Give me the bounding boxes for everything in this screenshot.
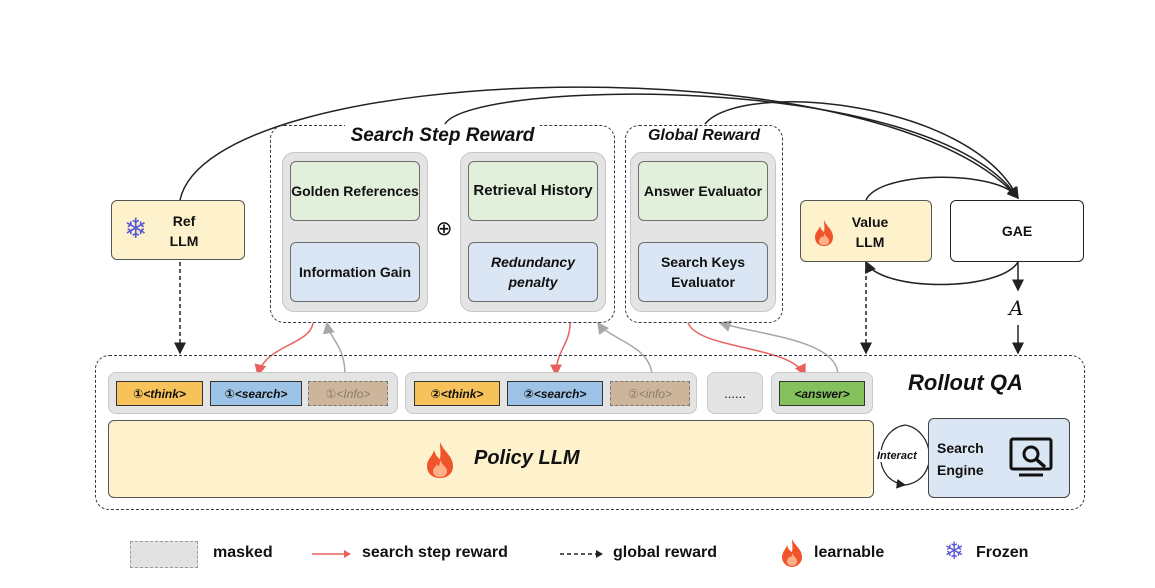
rollout-qa-title: Rollout QA (908, 370, 1023, 395)
answer-evaluator-label: Answer Evaluator (643, 183, 763, 199)
step1-think-token: ①<think> (116, 381, 203, 406)
info2-grey-arrow (597, 321, 653, 376)
search-engine-label-1: Search (937, 440, 984, 456)
legend-masked-swatch (130, 541, 198, 568)
legend-red-arrow (312, 550, 351, 558)
value-llm-label-1: Value (851, 214, 889, 230)
legend-search-step-reward-label: search step reward (362, 544, 508, 561)
ref-to-gae-arc (179, 86, 1019, 201)
search-step-reward-title: Search Step Reward (344, 125, 541, 146)
step1-info-token-masked: ①<Info> (308, 381, 388, 406)
answer-evaluator-box: Answer Evaluator (638, 161, 768, 221)
step-reward-to-gae-arc (444, 93, 1019, 199)
golden-references-label: Golden References (291, 183, 419, 199)
value-llm-label-2: LLM (855, 234, 885, 250)
flame-icon (427, 442, 453, 478)
step2-search-token: ②<search> (507, 381, 603, 406)
policy-llm-label: Policy LLM (474, 447, 580, 469)
legend-masked-label: masked (213, 544, 273, 561)
answer-token: <answer> (779, 381, 865, 406)
retrieval-history-label: Retrieval History (473, 182, 593, 199)
answer-reward-arrow (687, 322, 806, 377)
legend-global-reward-label: global reward (613, 544, 718, 561)
gae-box: GAE (950, 200, 1084, 262)
step1-search-token: ①<search> (210, 381, 302, 406)
interact-label: Interact (876, 450, 918, 462)
global-reward-panel (625, 125, 783, 323)
info1-grey-arrow (322, 321, 346, 376)
step2-info-token-masked: ②<info> (610, 381, 690, 406)
oplus-symbol: ⊕ (435, 218, 453, 240)
search-engine-label-2: Engine (937, 462, 984, 478)
value-to-gae-loop (865, 176, 1019, 201)
policy-llm-box: Policy LLM (108, 420, 874, 498)
legend-frozen-label: Frozen (976, 544, 1029, 561)
value-llm-box: Value LLM (800, 200, 932, 262)
retrieval-history-box: Retrieval History (468, 161, 598, 221)
search-keys-evaluator-label: Search Keys Evaluator (660, 254, 746, 290)
legend-dashed-arrow (560, 550, 603, 558)
information-gain-box: Information Gain (290, 242, 420, 302)
rollout-qa-panel (95, 355, 1085, 510)
step1-reward-arrow (254, 322, 314, 377)
global-reward-title: Global Reward (643, 127, 765, 144)
search-engine-box: Search Engine (928, 418, 1070, 498)
gae-label: GAE (1001, 223, 1033, 239)
ellipsis-token-group: ...... (707, 372, 763, 414)
flame-icon (815, 220, 833, 246)
information-gain-label: Information Gain (299, 264, 411, 280)
step2-reward-arrow (550, 322, 571, 377)
step2-think-token: ②<think> (414, 381, 500, 406)
search-keys-evaluator-box: Search Keys Evaluator (638, 242, 768, 302)
legend-learnable-label: learnable (814, 544, 885, 561)
search-monitor-icon (1009, 437, 1053, 477)
snowflake-icon: ❄ (124, 213, 148, 244)
golden-references-box: Golden References (290, 161, 420, 221)
advantage-symbol: A (1009, 296, 1024, 320)
global-reward-to-gae-arc (704, 101, 1019, 199)
answer-grey-arrow (718, 320, 839, 376)
gae-to-value-loop (865, 260, 1019, 286)
redundancy-penalty-label: Redundancy penalty (490, 254, 575, 290)
ref-llm-label-1: Ref (172, 213, 196, 229)
ref-llm-label-2: LLM (169, 233, 199, 249)
snowflake-icon: ❄ (944, 538, 965, 565)
redundancy-penalty-box: Redundancy penalty (468, 242, 598, 302)
flame-icon (782, 539, 802, 567)
ref-llm-box: ❄ Ref LLM (111, 200, 245, 260)
